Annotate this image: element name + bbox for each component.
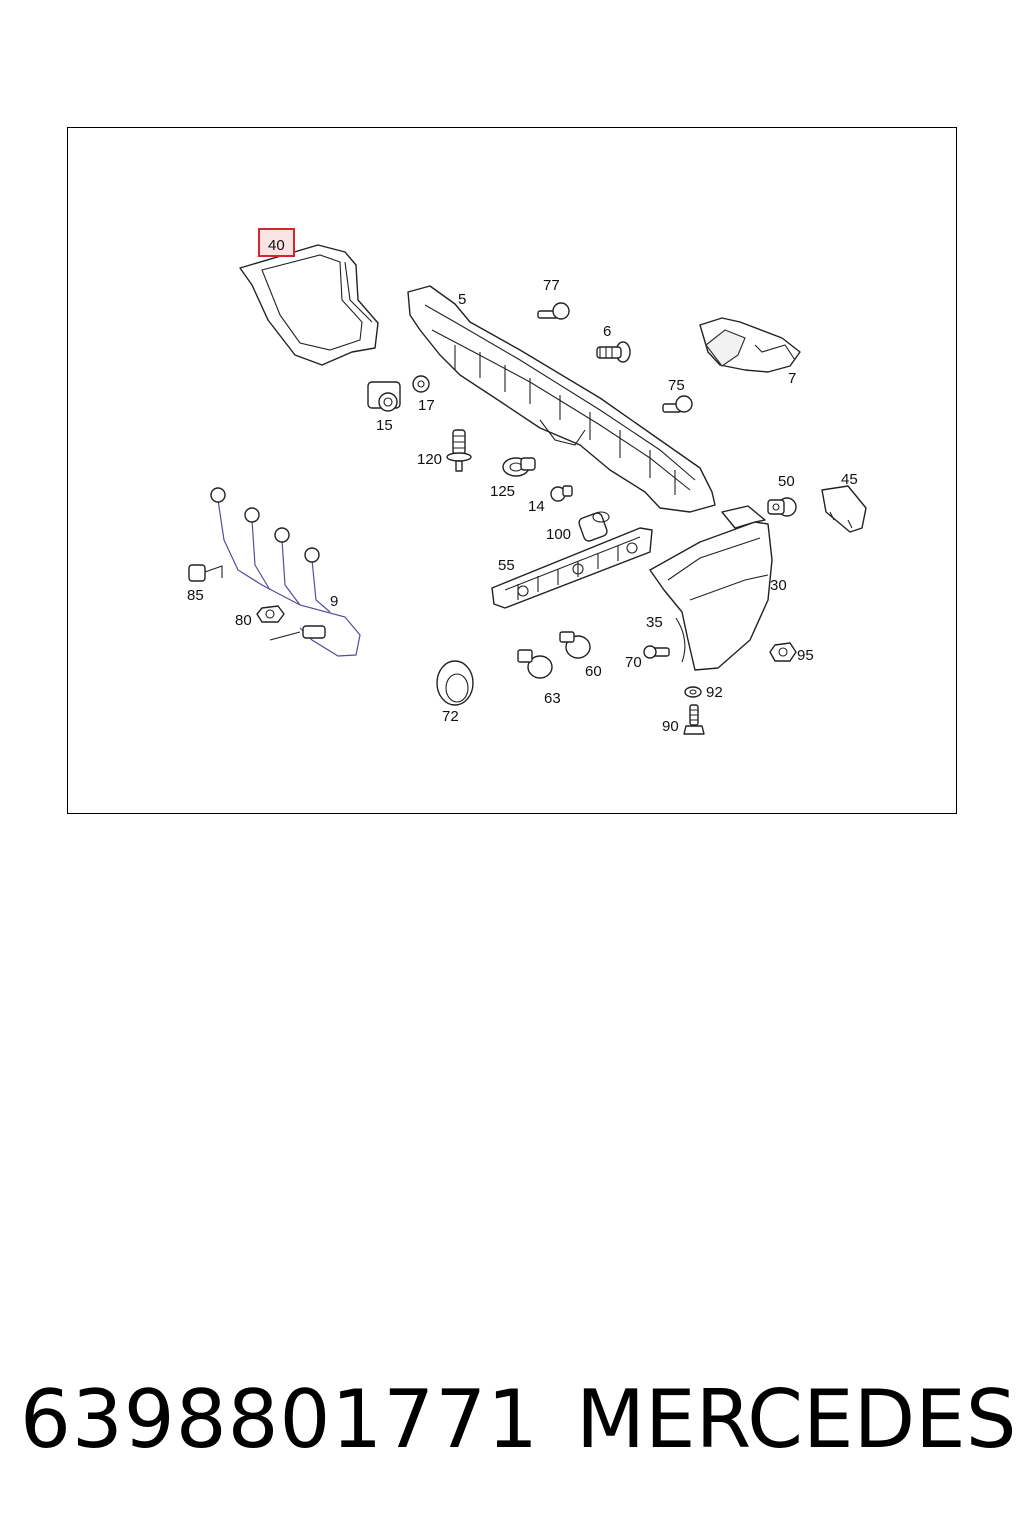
part-77-bolt[interactable] <box>537 302 570 320</box>
callout-6[interactable]: 6 <box>603 323 611 340</box>
part-30-side-bumper[interactable] <box>649 505 773 671</box>
callout-80[interactable]: 80 <box>235 612 252 629</box>
footer: 6398801771 MERCEDES <box>0 1370 1024 1470</box>
callout-120[interactable]: 120 <box>417 451 442 468</box>
part-50-push-clip[interactable] <box>767 497 797 517</box>
callout-45[interactable]: 45 <box>841 471 858 488</box>
part-60-push-rivet[interactable] <box>559 631 591 659</box>
callout-50[interactable]: 50 <box>778 473 795 490</box>
part-14-screw[interactable] <box>550 485 573 502</box>
part-75-bolt[interactable] <box>662 395 693 413</box>
brand-name: MERCEDES <box>576 1373 1017 1466</box>
part-100-spacer-tube[interactable] <box>578 511 610 543</box>
callout-75[interactable]: 75 <box>668 377 685 394</box>
part-70-screw[interactable] <box>643 645 670 659</box>
callout-60[interactable]: 60 <box>585 663 602 680</box>
callout-72[interactable]: 72 <box>442 708 459 725</box>
part-6-clip[interactable] <box>596 341 631 363</box>
highlight-box <box>258 228 295 257</box>
part-85-clip[interactable] <box>188 564 223 582</box>
part-95-nut[interactable] <box>769 642 797 662</box>
callout-14[interactable]: 14 <box>528 498 545 515</box>
part-15-sensor-holder[interactable] <box>367 381 401 412</box>
exploded-parts-diagram: 40 5 77 6 7 75 17 15 120 125 14 50 45 100 55 30 85 9 80 35 6… <box>187 228 867 735</box>
part-number: 6398801771 <box>20 1373 539 1466</box>
callout-15[interactable]: 15 <box>376 417 393 434</box>
part-72-cap[interactable] <box>436 660 474 706</box>
callout-5[interactable]: 5 <box>458 291 466 308</box>
part-90-bolt[interactable] <box>683 704 705 735</box>
callout-90[interactable]: 90 <box>662 718 679 735</box>
callout-17[interactable]: 17 <box>418 397 435 414</box>
callout-100[interactable]: 100 <box>546 526 571 543</box>
part-125-spacer[interactable] <box>502 457 536 477</box>
callout-labels: 40 5 77 6 7 75 17 15 120 125 14 50 45 100 55 30 85 9 80 35 6… <box>187 237 858 735</box>
callout-95[interactable]: 95 <box>797 647 814 664</box>
part-17-washer[interactable] <box>412 375 430 393</box>
part-7-bracket[interactable] <box>699 317 801 373</box>
part-5-bumper-carrier[interactable] <box>407 285 716 513</box>
part-92-washer[interactable] <box>684 686 702 698</box>
part-63-clip[interactable] <box>517 649 553 679</box>
part-40-corner-trim[interactable] <box>239 244 379 366</box>
callout-92[interactable]: 92 <box>706 684 723 701</box>
part-80-nut[interactable] <box>256 605 285 623</box>
part-9-wiring-harness[interactable] <box>210 487 361 657</box>
callout-7[interactable]: 7 <box>788 370 796 387</box>
callout-77[interactable]: 77 <box>543 277 560 294</box>
part-120-rivet[interactable] <box>446 429 472 472</box>
diagram-frame <box>67 127 957 814</box>
callout-35[interactable]: 35 <box>646 614 663 631</box>
part-45-cover-cap[interactable] <box>821 485 867 533</box>
callout-70[interactable]: 70 <box>625 654 642 671</box>
callout-30[interactable]: 30 <box>770 577 787 594</box>
callout-9[interactable]: 9 <box>330 593 338 610</box>
callout-85[interactable]: 85 <box>187 587 204 604</box>
callout-40[interactable]: 40 <box>268 237 285 254</box>
callout-55[interactable]: 55 <box>498 557 515 574</box>
callout-125[interactable]: 125 <box>490 483 515 500</box>
part-55-guide-rail[interactable] <box>491 527 653 609</box>
part-35-edge-clip[interactable] <box>675 617 686 663</box>
callout-63[interactable]: 63 <box>544 690 561 707</box>
